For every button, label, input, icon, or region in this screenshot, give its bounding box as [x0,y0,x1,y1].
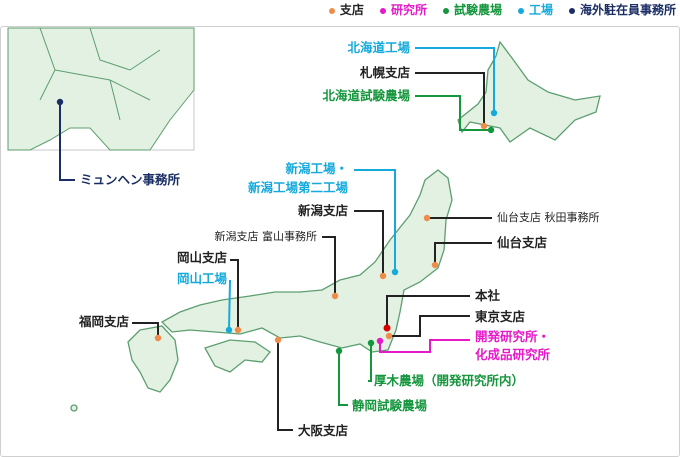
dot-akita [423,214,431,222]
label-hokkaido-factory: 北海道工場 [347,40,410,55]
legend: 支店 研究所 試験農場 工場 海外駐在員事務所 [328,1,676,18]
label-osaka: 大阪支店 [298,423,349,438]
label-sendai: 仙台支店 [497,235,548,250]
label-okayama-branch: 岡山支店 [176,250,227,265]
legend-research: 研究所 [379,1,427,18]
legend-overseas: 海外駐在員事務所 [568,1,676,18]
dot-research [376,337,384,345]
label-research-2: 化成品研究所 [475,347,551,362]
label-okayama-factory: 岡山工場 [176,271,227,286]
label-sapporo: 札幌支店 [359,65,410,80]
dot-fukuoka [154,334,162,342]
dot-hokkaido-factory [490,109,498,117]
label-munich: ミュンヘン事務所 [80,172,181,187]
label-niigata-factory-2: 新潟工場第二工場 [247,180,348,195]
location-dots [56,98,498,355]
dot-sendai [431,261,439,269]
dot-niigata-branch [379,272,387,280]
label-shizuoka: 静岡試験農場 [352,398,428,413]
legend-factory: 工場 [517,1,553,18]
label-hokkaido-farm: 北海道試験農場 [322,88,410,103]
dot-toyama [331,292,339,300]
dot-head-office [383,324,391,332]
label-fukuoka: 福岡支店 [78,314,129,329]
dot-munich [56,98,64,106]
legend-branch: 支店 [328,1,364,18]
dot-niigata-factory [391,268,399,276]
label-niigata-branch: 新潟支店 [297,203,348,218]
label-toyama: 新潟支店 富山事務所 [214,230,318,243]
label-atsugi: 厚木農場（開発研究所内） [374,373,525,388]
label-akita: 仙台支店 秋田事務所 [497,211,600,224]
dot-okayama-branch [234,326,242,334]
label-research-1: 開発研究所・ [475,329,551,344]
label-niigata-factory-1: 新潟工場・ [285,161,348,176]
label-tokyo: 東京支店 [475,309,526,324]
dot-atsugi [367,339,375,347]
dot-sapporo [480,122,488,130]
label-head-office: 本社 [475,288,501,303]
dot-okayama-factory [225,326,233,334]
dot-hokkaido-farm [487,126,495,134]
europe-inset [7,27,195,151]
dot-osaka [274,336,282,344]
dot-shizuoka [335,347,343,355]
dot-tokyo [385,332,393,340]
legend-farm: 試験農場 [442,1,502,18]
